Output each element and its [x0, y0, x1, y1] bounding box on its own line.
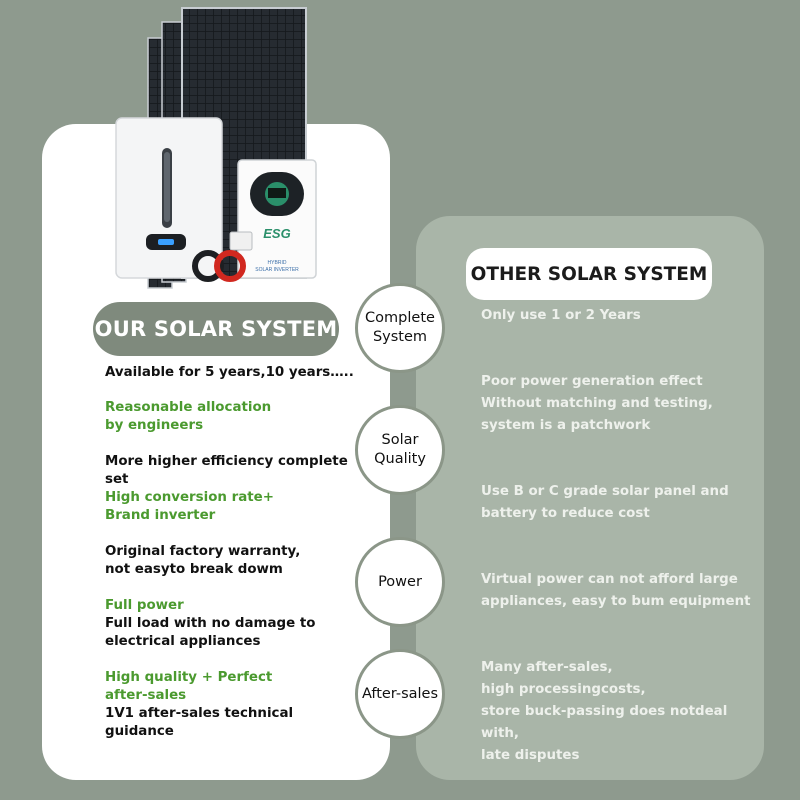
- right-complete-text: Only use 1 or 2 Years: [481, 308, 641, 323]
- svg-text:SOLAR INVERTER: SOLAR INVERTER: [255, 267, 299, 273]
- other-system-title: OTHER SOLAR SYSTEM: [466, 248, 712, 300]
- right-grade-text: Use B or C grade solar panel and battery…: [481, 484, 729, 521]
- circle-solar-quality: Solar Quality: [355, 405, 445, 495]
- right-power-text: Virtual power can not afford large appli…: [481, 572, 751, 609]
- product-illustration: ESG HYBRID SOLAR INVERTER: [115, 7, 317, 289]
- circle-power: Power: [355, 537, 445, 627]
- left-quality-green: Reasonable allocation by engineers: [105, 400, 272, 433]
- our-system-title: OUR SOLAR SYSTEM: [93, 302, 339, 356]
- left-quality-black: More higher efficiency complete set: [105, 454, 348, 487]
- left-power-green: High conversion rate+ Brand inverter: [105, 490, 274, 523]
- cables: [192, 231, 253, 282]
- circle-after-sales: After-sales: [355, 649, 445, 739]
- other-system-card: [416, 216, 764, 780]
- left-complete-text: Available for 5 years,10 years…..: [105, 365, 354, 380]
- right-quality-text: Poor power generation effect Without mat…: [481, 374, 713, 433]
- battery-cabinet: [115, 117, 223, 279]
- inverter-logo: ESG: [263, 226, 290, 241]
- left-after-black: 1V1 after-sales technical guidance: [105, 706, 294, 739]
- left-after-green: High quality + Perfect after-sales: [105, 670, 273, 703]
- inverter-label: HYBRID: [268, 260, 287, 266]
- right-after-text: Many after-sales, high processingcosts, …: [481, 660, 728, 763]
- circle-complete-system: Complete System: [355, 283, 445, 373]
- left-power-black: Original factory warranty, not easyto br…: [105, 544, 301, 577]
- left-fullpower-black: Full load with no damage to electrical a…: [105, 616, 316, 649]
- left-fullpower-green: Full power: [105, 598, 184, 613]
- hybrid-inverter: ESG HYBRID SOLAR INVERTER: [237, 159, 317, 279]
